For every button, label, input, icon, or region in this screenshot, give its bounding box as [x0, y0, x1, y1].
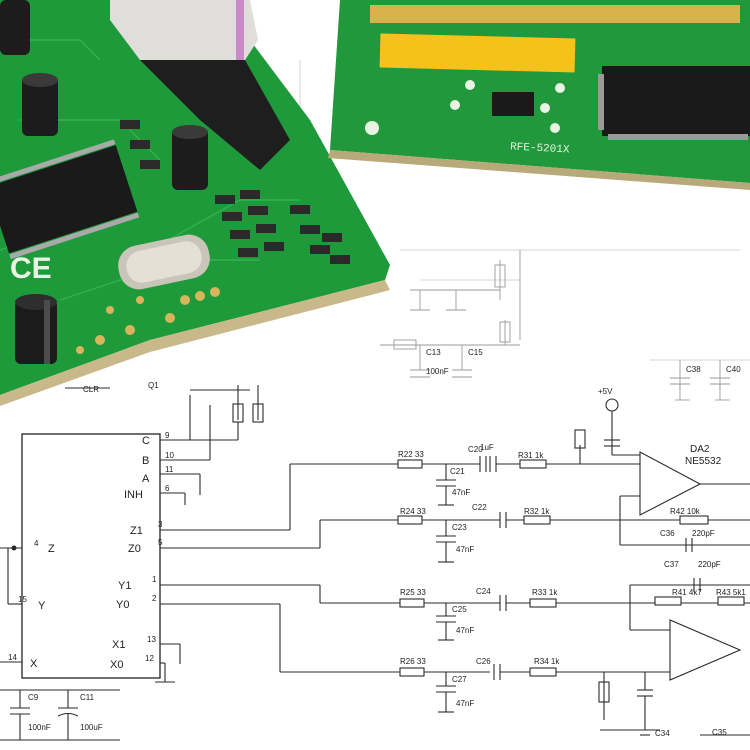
- pcb-ic-left: [0, 139, 140, 260]
- cap-c24: C24: [476, 587, 491, 596]
- pin-label-x0: X0: [110, 659, 123, 671]
- electrolytic-capacitor-2: [172, 125, 208, 190]
- value-47n-3: 47nF: [456, 626, 474, 635]
- cap-c35: C35: [712, 728, 727, 737]
- pin-label-y: Y: [38, 600, 46, 612]
- resistor-r32: R32 1k: [524, 507, 550, 516]
- pin-number-13: 13: [147, 635, 156, 644]
- pin-label-y1: Y1: [118, 580, 131, 592]
- cap-c36: C36: [660, 529, 675, 538]
- resistor-r22: R22 33: [398, 450, 424, 459]
- resistor-r31: R31 1k: [518, 451, 544, 460]
- pin-label-x1: X1: [112, 639, 125, 651]
- pin-number-12: 12: [145, 654, 154, 663]
- pin-label-y0: Y0: [116, 599, 129, 611]
- pin-number-5: 5: [158, 538, 163, 547]
- pin-label-c: C: [142, 435, 150, 447]
- smd-resistor-array: [120, 120, 350, 264]
- mux-chip-outline: [21, 433, 161, 679]
- pin-number-11: 11: [165, 465, 174, 474]
- electrolytic-capacitor-top: [0, 0, 30, 55]
- pin-label-a: A: [142, 473, 150, 485]
- cap-c23: C23: [452, 523, 467, 532]
- cap-c15: C15: [468, 348, 483, 357]
- board-marking: RFE-5201X: [510, 141, 570, 156]
- pin-label-x: X: [30, 658, 38, 670]
- resistor-r24: R24 33: [400, 507, 426, 516]
- pin-number-14: 14: [8, 653, 17, 662]
- opamp-ref: DA2: [690, 444, 710, 455]
- value-1u: 1uF: [480, 443, 494, 452]
- solder-pads: [76, 287, 220, 354]
- pin-label-b: B: [142, 455, 149, 467]
- gold-edge-fingers: [370, 5, 740, 23]
- pin-label-inh: INH: [124, 489, 143, 501]
- cap-c9: C9: [28, 693, 39, 702]
- pin-number-3: 3: [158, 520, 163, 529]
- cap-c40: C40: [726, 365, 741, 374]
- net-label-q1: Q1: [148, 381, 159, 390]
- value-100u-c11: 100uF: [80, 723, 103, 732]
- ce-marking: CE: [10, 252, 52, 285]
- small-ic: [492, 92, 534, 116]
- pin-label-z0: Z0: [128, 543, 141, 555]
- pin-number-15: 15: [18, 595, 27, 604]
- opamp-part: NE5532: [685, 456, 722, 467]
- value-47n-2: 47nF: [456, 545, 474, 554]
- supply-label: +5V: [598, 387, 613, 396]
- schematic-labels: C B A INH Z1 Z0 Y1 Y0 X1 X0 Z Y X 9 10 1…: [8, 348, 746, 738]
- yellow-label-sticker: [379, 33, 576, 73]
- pin-number-6: 6: [165, 484, 170, 493]
- value-c36: 220pF: [692, 529, 715, 538]
- value-c37: 220pF: [698, 560, 721, 569]
- cap-c27: C27: [452, 675, 467, 684]
- value-47n-4: 47nF: [456, 699, 474, 708]
- cap-c26: C26: [476, 657, 491, 666]
- resistor-r42: R42 10k: [670, 507, 701, 516]
- pin-label-z: Z: [48, 543, 55, 555]
- resistor-r33: R33 1k: [532, 588, 558, 597]
- resistor-r43: R43 5k1: [716, 588, 746, 597]
- cap-c13: C13: [426, 348, 441, 357]
- resistor-r26: R26 33: [400, 657, 426, 666]
- pcb-ic-right: [598, 66, 750, 140]
- value-100n-c9: 100nF: [28, 723, 51, 732]
- pin-number-1: 1: [152, 575, 157, 584]
- cap-c20: C20: [468, 445, 483, 454]
- cap-c37: C37: [664, 560, 679, 569]
- cap-c11: C11: [80, 693, 95, 702]
- electrolytic-capacitor-1: [22, 73, 58, 136]
- cap-c21: C21: [450, 467, 465, 476]
- pin-number-9: 9: [165, 431, 170, 440]
- cap-c22: C22: [472, 503, 487, 512]
- resistor-r41: R41 4k7: [672, 588, 702, 597]
- pin-number-10: 10: [165, 451, 174, 460]
- pin-number-2: 2: [152, 594, 157, 603]
- resistor-r34: R34 1k: [534, 657, 560, 666]
- cap-c38: C38: [686, 365, 701, 374]
- pcb-board-right: RFE-5201X: [328, 0, 750, 190]
- schematic-drawing: [0, 60, 750, 741]
- crystal-oscillator: [118, 234, 210, 290]
- pcb-board-left: CE: [0, 0, 390, 406]
- value-47n-1: 47nF: [452, 488, 470, 497]
- pin-label-z1: Z1: [130, 525, 143, 537]
- pin-number-4: 4: [34, 539, 39, 548]
- value-100n-c13: 100nF: [426, 367, 449, 376]
- net-label-clr: CLR: [83, 385, 99, 394]
- resistor-r25: R25 33: [400, 588, 426, 597]
- cap-c34: C34: [655, 729, 670, 738]
- ribbon-cable: [110, 0, 290, 170]
- cap-c25: C25: [452, 605, 467, 614]
- electrolytic-capacitor-3: [15, 294, 57, 364]
